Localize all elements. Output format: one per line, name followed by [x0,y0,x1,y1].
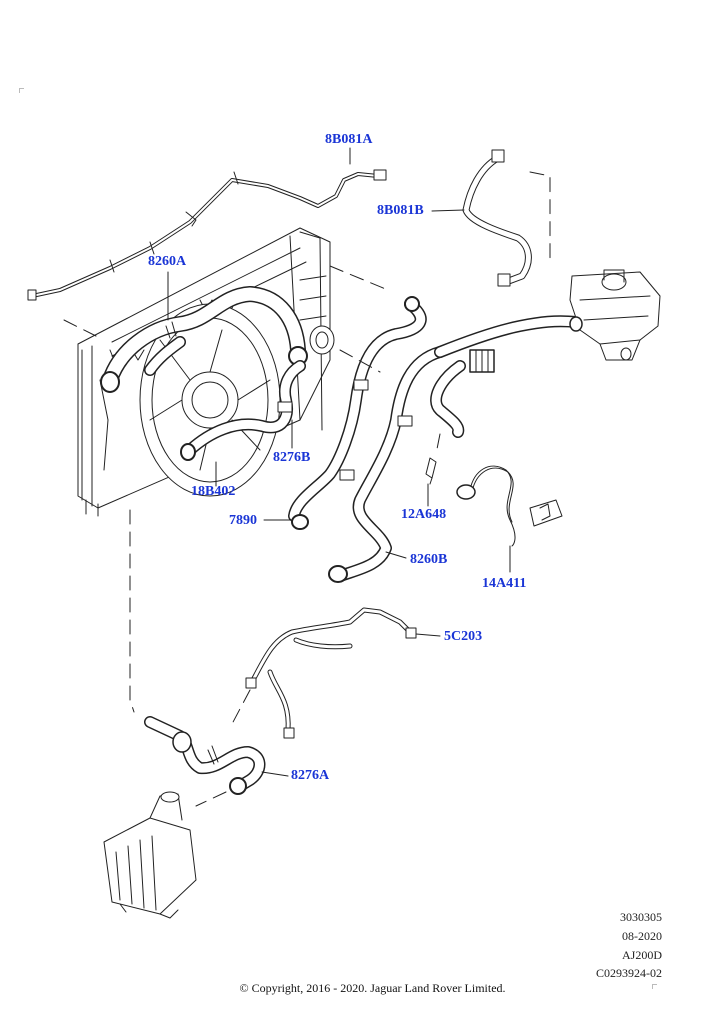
hose-8276a [144,716,266,795]
expansion-tank [569,269,661,361]
crop-mark [19,88,24,93]
label-7890[interactable]: 7890 [229,513,257,528]
sensor-12a648 [425,457,437,485]
pipe-5c203 [245,607,417,739]
label-5c203[interactable]: 5C203 [444,629,483,644]
hose-8276b [180,360,306,461]
label-8260a[interactable]: 8260A [148,254,187,269]
label-8276b[interactable]: 8276B [273,450,311,465]
intercooler-unit [103,791,197,919]
label-8b081a[interactable]: 8B081A [325,132,373,147]
label-14a411[interactable]: 14A411 [482,576,527,591]
hose-8260a [100,286,308,393]
reference-engine: AJ200D [621,948,662,962]
reference-code: 3030305 [620,910,662,924]
reference-date: 08-2020 [622,929,662,943]
label-8260b[interactable]: 8260B [410,552,448,567]
label-18b402[interactable]: 18B402 [191,484,236,499]
label-12a648[interactable]: 12A648 [401,507,447,522]
label-8b081b[interactable]: 8B081B [377,203,424,218]
crop-mark [652,984,657,989]
leader-lines [63,171,551,807]
label-8276a[interactable]: 8276A [291,768,330,783]
harness-14a411 [456,465,563,547]
hose-8b081b [462,149,532,287]
reference-illustration-id: C0293924-02 [596,966,662,980]
harness-8b081a [27,169,387,301]
hose-7890-8260b [288,296,446,583]
label-leaders [167,147,511,777]
hose-to-expansion-tank [430,315,582,438]
copyright-notice: © Copyright, 2016 - 2020. Jaguar Land Ro… [239,981,506,995]
